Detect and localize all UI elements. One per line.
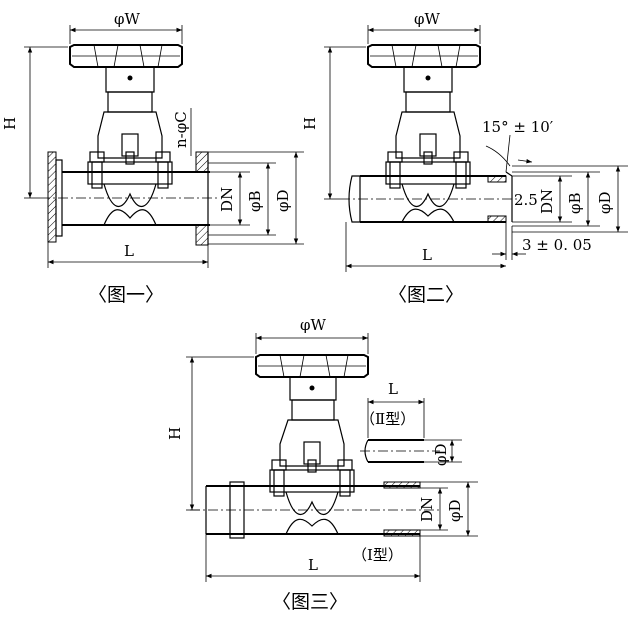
fig2-d-label: φD	[596, 191, 614, 214]
fig3-type1-label: （Ⅰ型）	[352, 546, 403, 564]
fig2-offset-label: 2.5	[514, 191, 538, 209]
fig3-h-label: H	[166, 427, 184, 440]
fig3-dn-label: DN	[418, 497, 436, 522]
fig1-l-label: L	[124, 242, 134, 260]
fig2-angle-label: 15° ± 10′	[482, 118, 554, 136]
fig3-type2-label: （Ⅱ型）	[360, 410, 415, 428]
handwheel	[367, 44, 481, 68]
fig1-bolt-label: n-φC	[172, 111, 190, 148]
fig2-h-label: H	[301, 117, 319, 130]
figure-1: φW H n-φC DN φB φD L 〈图一〉	[1, 10, 304, 306]
fig3-d2-label: φD	[432, 443, 450, 466]
fig1-caption: 〈图一〉	[88, 284, 164, 306]
fig2-dn-label: DN	[538, 189, 556, 214]
fig2-w-label: φW	[414, 10, 441, 28]
fig3-caption: 〈图三〉	[272, 591, 348, 613]
handwheel	[69, 44, 183, 68]
fig1-w-label: φW	[114, 10, 141, 28]
fig1-b-label: φB	[246, 190, 264, 212]
fig3-l2-label: L	[388, 380, 398, 398]
fig2-thick-label: 3 ± 0. 05	[522, 236, 592, 254]
fig3-w-label: φW	[300, 316, 327, 334]
fig2-l-label: L	[422, 246, 432, 264]
fig1-dn-label: DN	[218, 187, 236, 212]
fig3-d-label: φD	[446, 499, 464, 522]
figure-2: φW H 15° ± 10′ 2.5 DN φB φD 3 ± 0. 05 L …	[301, 10, 628, 306]
fig3-l-label: L	[308, 556, 318, 574]
fig1-d-label: φD	[274, 189, 292, 212]
handwheel	[255, 354, 369, 378]
fig2-b-label: φB	[566, 192, 584, 214]
fig1-h-label: H	[1, 117, 19, 130]
fig2-caption: 〈图二〉	[388, 284, 464, 306]
figure-3: φW H L （Ⅱ型） φD DN φD （Ⅰ型） L 〈图三〉	[166, 316, 478, 613]
